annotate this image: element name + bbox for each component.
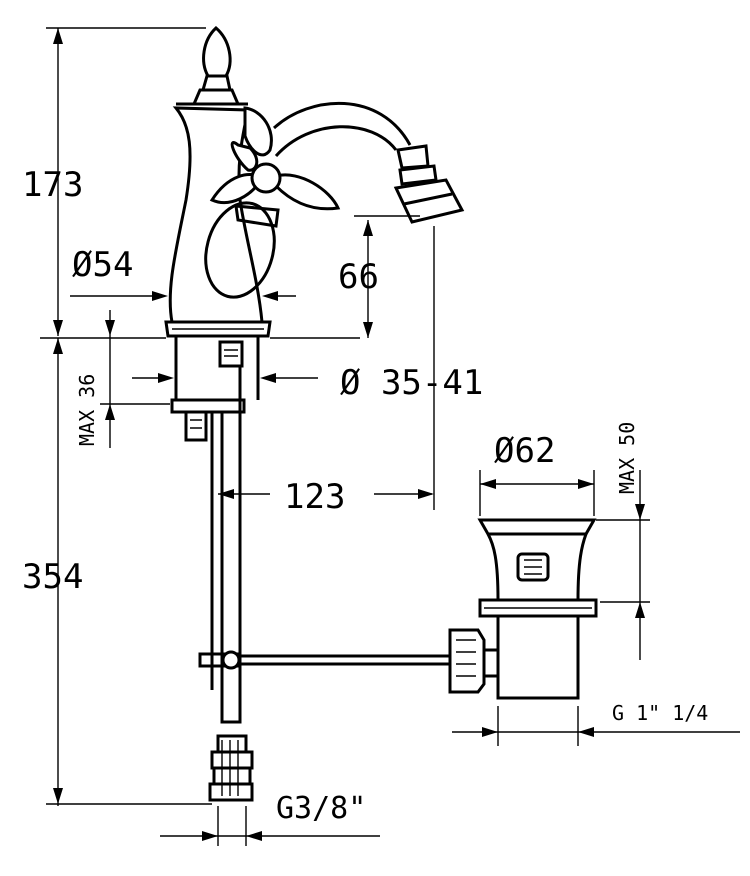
- dim-label-66: 66: [338, 257, 379, 297]
- dim-label-diameter-54: Ø54: [72, 245, 133, 285]
- faucet-body: [164, 25, 465, 802]
- dim-label-max-36: MAX 36: [75, 374, 99, 446]
- dim-label-173: 173: [22, 165, 83, 205]
- dimension-lines: [40, 27, 740, 846]
- dim-label-123: 123: [284, 477, 345, 517]
- dim-label-diameter-62: Ø62: [494, 431, 555, 471]
- dim-label-35-41: Ø 35-41: [340, 363, 483, 403]
- dim-label-max-50: MAX 50: [615, 422, 639, 494]
- waste-assembly: [448, 518, 598, 700]
- dim-label-354: 354: [22, 557, 83, 597]
- dim-label-inlet-thread: G3/8": [276, 791, 366, 826]
- dim-label-waste-thread: G 1" 1/4: [612, 701, 708, 725]
